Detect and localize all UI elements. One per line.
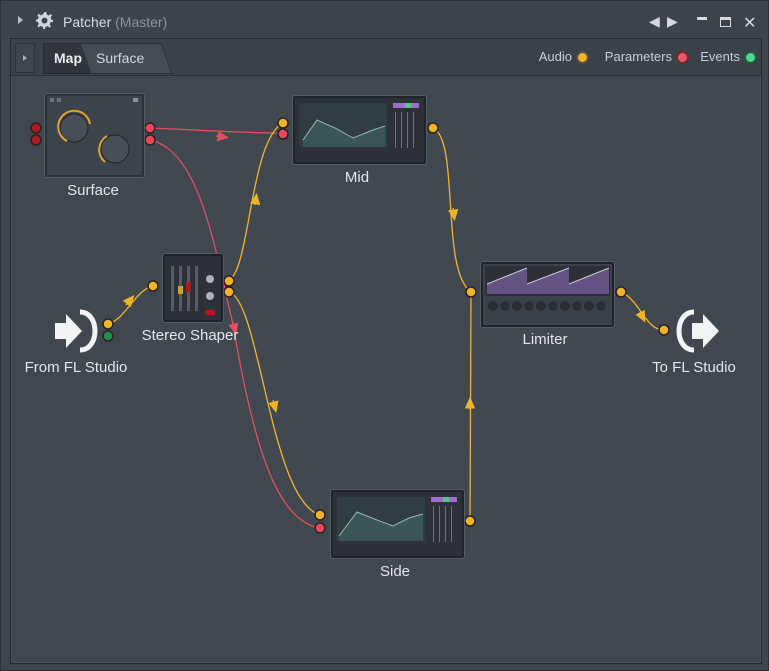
legend-audio: Audio [539, 49, 589, 64]
limiter-display-icon [485, 266, 610, 311]
surface-param-out-port-2[interactable] [144, 134, 156, 146]
side-label: Side [379, 563, 411, 580]
side-eq-node[interactable] [331, 490, 464, 558]
minimize-icon[interactable] [697, 11, 707, 20]
surface-node[interactable] [45, 94, 144, 177]
mid-eq-node[interactable] [293, 96, 426, 164]
legend-parameters: Parameters [605, 49, 689, 64]
surface-label: Surface [67, 182, 119, 199]
wire-limiter-to-fl[interactable] [620, 291, 665, 331]
stereo-shaper-display-icon [171, 266, 215, 315]
stereo-shaper-node[interactable] [163, 254, 223, 322]
window-title: Patcher (Master) [63, 14, 167, 30]
window-menu-arrow-icon[interactable] [18, 16, 23, 24]
shaper-audio-in-port[interactable] [147, 280, 159, 292]
limiter-audio-out-port[interactable] [615, 286, 627, 298]
mid-audio-out-port[interactable] [427, 122, 439, 134]
mid-audio-in-port[interactable] [277, 117, 289, 129]
knob-2-icon[interactable] [100, 134, 130, 164]
tab-map[interactable]: Map [43, 43, 90, 74]
from-fl-events-out-port[interactable] [102, 330, 114, 342]
patcher-toolbar: Map Surface Audio Parameters Events [11, 39, 761, 76]
side-audio-out-port[interactable] [464, 515, 476, 527]
legend-events: Events [700, 49, 757, 64]
to-fl-studio-icon [676, 309, 719, 353]
maximize-icon[interactable] [720, 17, 731, 27]
wire-surface-to-mid[interactable] [149, 127, 284, 134]
surface-param-in-port-2[interactable] [30, 134, 42, 146]
close-icon[interactable]: ✕ [743, 15, 757, 32]
wire-surface-to-side[interactable] [149, 139, 321, 529]
limiter-node[interactable] [481, 262, 614, 327]
eq-display-icon [337, 497, 457, 542]
from-fl-studio-label: From FL Studio [24, 359, 128, 376]
stereo-shaper-label: Stereo Shaper [141, 327, 239, 344]
shaper-audio-out-port-1[interactable] [223, 275, 235, 287]
wire-shaper-to-side[interactable] [228, 291, 321, 516]
audio-dot-icon [576, 51, 589, 64]
prev-arrow-icon[interactable]: ◀ [649, 13, 660, 29]
legend-events-label: Events [700, 49, 740, 64]
side-param-in-port[interactable] [314, 522, 326, 534]
shaper-audio-out-port-2[interactable] [223, 286, 235, 298]
events-dot-icon [744, 51, 757, 64]
eq-display-icon [299, 103, 419, 148]
limiter-label: Limiter [522, 331, 568, 348]
parameters-dot-icon [676, 51, 689, 64]
to-fl-audio-in-port[interactable] [658, 324, 670, 336]
wire-mid-to-limiter[interactable] [432, 127, 472, 293]
surface-param-in-port-1[interactable] [30, 122, 42, 134]
to-fl-studio-label: To FL Studio [652, 359, 736, 376]
from-fl-audio-out-port[interactable] [102, 318, 114, 330]
next-arrow-icon[interactable]: ▶ [667, 13, 678, 29]
title-subtitle: (Master) [115, 14, 168, 30]
panel-expander-button[interactable] [15, 43, 35, 73]
knob-1-icon[interactable] [59, 113, 89, 143]
from-fl-studio-icon [55, 309, 98, 353]
title-bar[interactable]: Patcher (Master) ◀ ▶ ✕ [1, 1, 768, 37]
wire-from-fl-to-shaper[interactable] [107, 285, 154, 325]
legend-parameters-label: Parameters [604, 49, 672, 64]
gear-icon [36, 12, 54, 30]
mid-param-in-port[interactable] [277, 128, 289, 140]
side-audio-in-port[interactable] [314, 509, 326, 521]
title-text: Patcher [63, 14, 112, 30]
surface-param-out-port-1[interactable] [144, 122, 156, 134]
surface-knobs [50, 98, 138, 164]
mid-label: Mid [344, 169, 370, 186]
limiter-audio-in-port[interactable] [465, 286, 477, 298]
legend-audio-label: Audio [538, 49, 572, 64]
